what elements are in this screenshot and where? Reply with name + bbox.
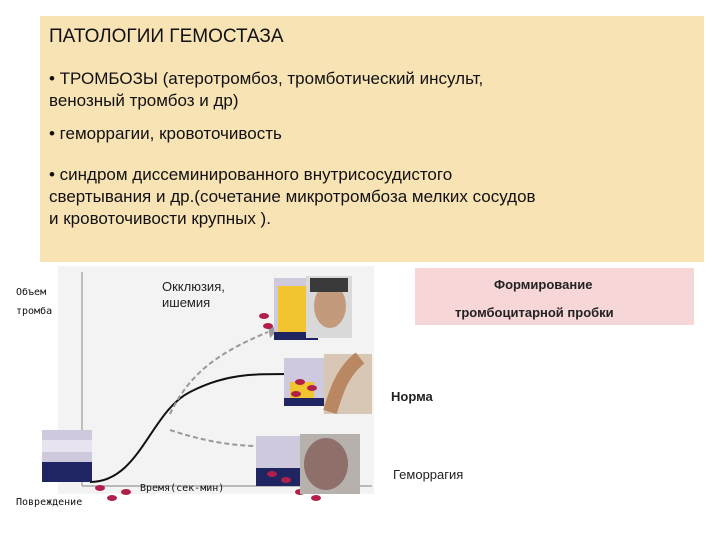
formation-box: [415, 268, 694, 325]
hemorrhage-curve: [169, 429, 261, 447]
slide-title: ПАТОЛОГИИ ГЕМОСТАЗА: [49, 26, 284, 47]
bullet-thrombosis: • ТРОМБОЗЫ (атеротромбоз, тромботический…: [49, 68, 483, 112]
bullet-line: и кровоточивости крупных ).: [49, 209, 271, 228]
occlusion-label: Окклюзия, ишемия: [162, 279, 225, 311]
y-label-line1: Объем: [16, 287, 47, 298]
bullet-line: • ТРОМБОЗЫ (атеротромбоз, тромботический…: [49, 69, 484, 88]
bullet-line: венозный тромбоз и др): [49, 91, 239, 110]
occlusion-curve: [169, 331, 269, 415]
photo-stroke-patient: [306, 276, 352, 338]
vessel-injury: [42, 430, 92, 482]
vessel-hemorrhage: [256, 436, 304, 486]
bullet-hemorrhage: • геморрагии, кровоточивость: [49, 123, 282, 145]
red-blood-cells: [95, 313, 321, 501]
formation-label-line2: тромбоцитарной пробки: [455, 305, 614, 320]
x-axis-label: Время(сек-мин): [140, 483, 225, 494]
bullet-line: • геморрагии, кровоточивость: [49, 124, 282, 143]
hemorrhage-label: Геморрагия: [393, 467, 464, 482]
norm-curve: [89, 373, 293, 483]
photo-bruise: [300, 434, 360, 494]
y-label-line2: тромба: [16, 306, 53, 317]
occlusion-label-line: Окклюзия,: [162, 279, 225, 294]
injury-label: Повреждение: [16, 497, 83, 508]
photo-arm: [323, 352, 372, 415]
text-panel: [40, 16, 704, 262]
formation-label-line1: Формирование: [494, 277, 593, 292]
norm-label: Норма: [391, 389, 433, 404]
occlusion-label-line: ишемия: [162, 295, 211, 310]
bullet-dic: • синдром диссеминированного внутрисосуд…: [49, 164, 536, 230]
bullet-line: • синдром диссеминированного внутрисосуд…: [49, 165, 453, 184]
thrombus-figure: [42, 266, 374, 501]
bullet-line: свертывания и др.(сочетание микротромбоз…: [49, 187, 536, 206]
